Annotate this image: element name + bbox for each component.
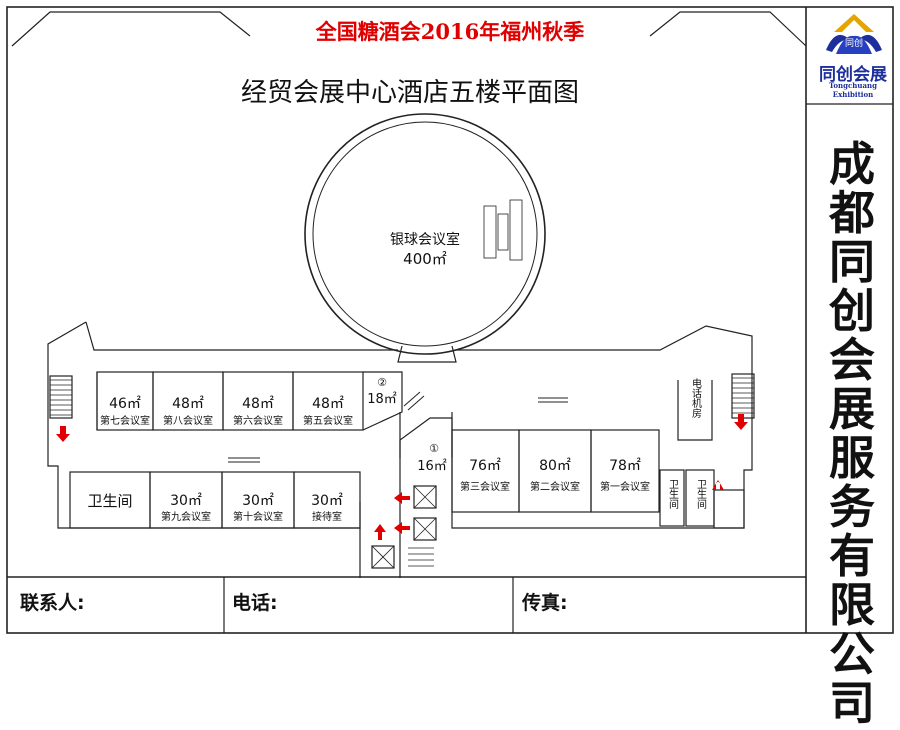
restroom-b-label: 卫生间 bbox=[695, 479, 707, 510]
fax-label: 传真: bbox=[522, 592, 568, 614]
room2-area: 80㎡ bbox=[539, 458, 571, 474]
small-room2-area: 18㎡ bbox=[367, 392, 397, 407]
telecom-room-label: 电话机房 bbox=[690, 377, 702, 419]
brand-name: 同创会展 bbox=[819, 65, 887, 85]
room7-area: 46㎡ bbox=[109, 396, 141, 412]
silver-ball-name: 银球会议室 bbox=[390, 231, 460, 248]
small-room2-marker: ② bbox=[377, 376, 387, 389]
room8-area: 48㎡ bbox=[172, 396, 204, 412]
room6-area: 48㎡ bbox=[242, 396, 274, 412]
room10-area: 30㎡ bbox=[242, 493, 274, 509]
logo-text: 同创 bbox=[845, 37, 863, 49]
plan-title: 经贸会展中心酒店五楼平面图 bbox=[240, 78, 579, 108]
restroom-a-label: 卫生间 bbox=[667, 479, 679, 510]
room2-name: 第二会议室 bbox=[530, 480, 580, 493]
room1-name: 第一会议室 bbox=[600, 480, 650, 493]
tongchuang-logo-icon: 同创 bbox=[826, 14, 882, 54]
event-title: 全国糖酒会2016年福州秋季 bbox=[315, 19, 585, 44]
exit-arrow-icon bbox=[56, 414, 748, 540]
company-name: 成都同创会展服务有限公司 bbox=[829, 137, 875, 730]
room5-area: 48㎡ bbox=[312, 396, 344, 412]
room1-area: 78㎡ bbox=[609, 458, 641, 474]
room3-name: 第三会议室 bbox=[460, 480, 510, 493]
floor-plan: 银球会议室 400㎡ 46㎡ 第七会议室 48㎡ 第八会议室 48㎡ 第六会议室… bbox=[47, 113, 755, 578]
room9-name: 第九会议室 bbox=[161, 510, 211, 523]
reception-area: 30㎡ bbox=[311, 493, 343, 509]
room6-name: 第六会议室 bbox=[233, 414, 283, 427]
room10-name: 第十会议室 bbox=[233, 510, 283, 523]
contact-label: 联系人: bbox=[20, 592, 85, 614]
frame bbox=[6, 6, 894, 634]
small-room1-area: 16㎡ bbox=[417, 459, 447, 474]
room3-area: 76㎡ bbox=[469, 458, 501, 474]
restroom-big-label: 卫生间 bbox=[87, 492, 132, 510]
room8-name: 第八会议室 bbox=[163, 414, 213, 427]
reception-name: 接待室 bbox=[312, 510, 342, 523]
silver-ball-area: 400㎡ bbox=[403, 250, 447, 268]
small-room1-marker: ① bbox=[429, 442, 439, 455]
room5-name: 第五会议室 bbox=[303, 414, 353, 427]
room9-area: 30㎡ bbox=[170, 493, 202, 509]
phone-label: 电话: bbox=[232, 592, 278, 614]
brand-name-en: Tongchuang Exhibition bbox=[828, 81, 878, 99]
room7-name: 第七会议室 bbox=[100, 414, 150, 427]
